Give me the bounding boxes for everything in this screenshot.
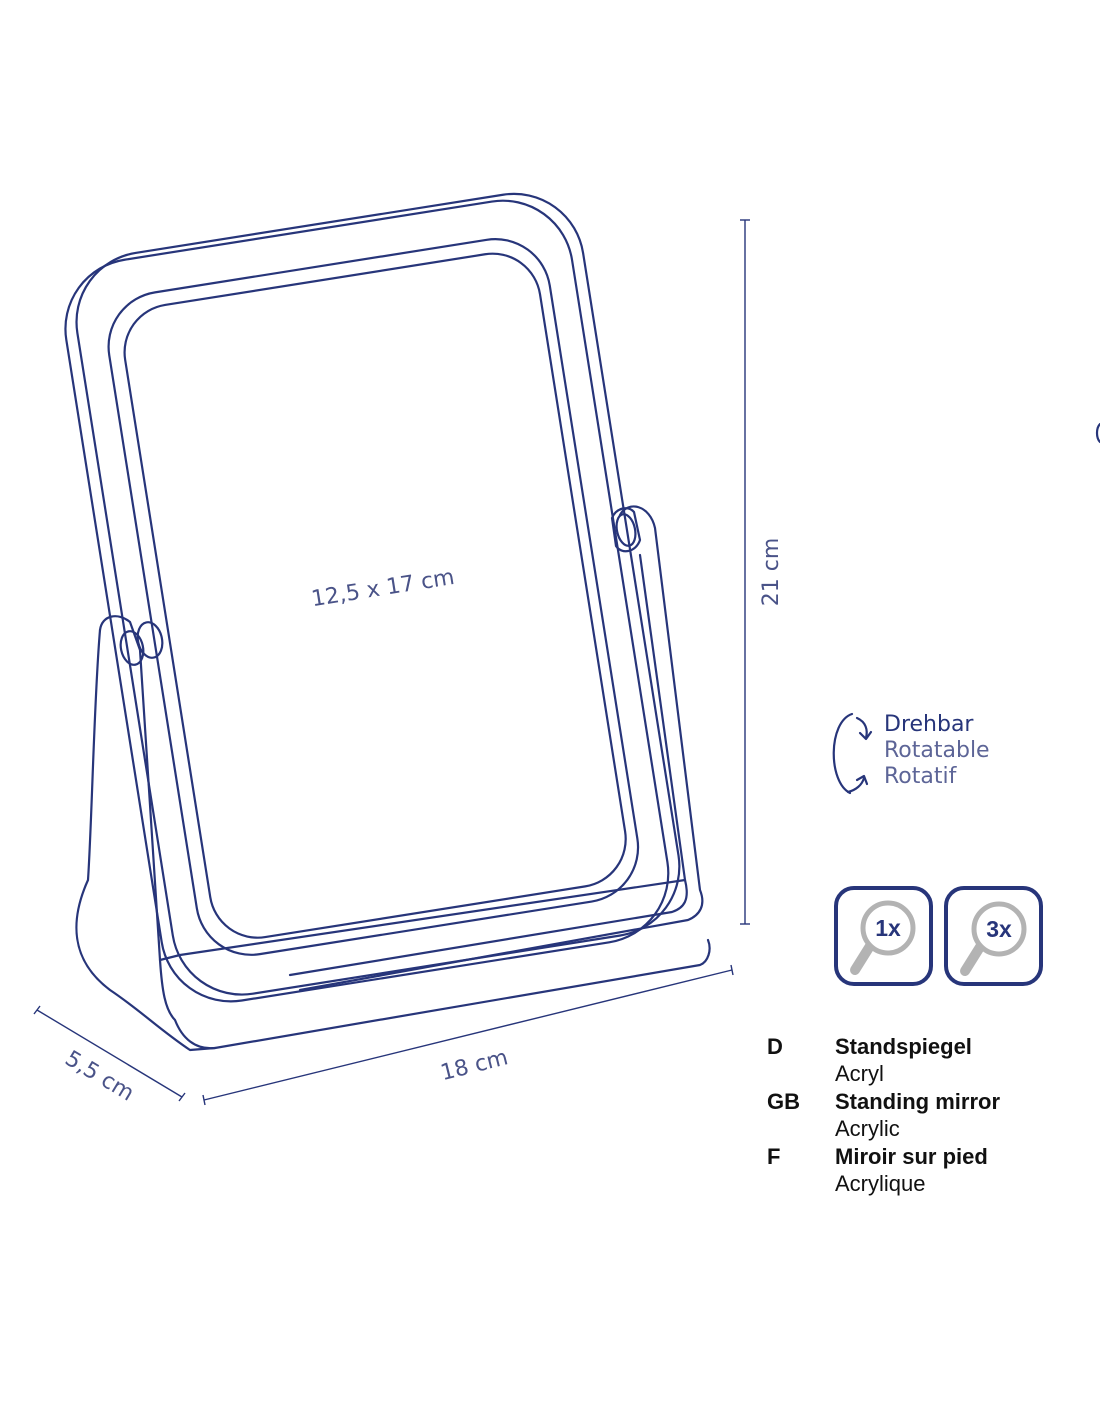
width-dimension-line (202, 964, 734, 1106)
height-dimension-line (740, 219, 750, 925)
legend-name: Standing mirror (835, 1089, 1001, 1114)
product-legend: D Standspiegel Acryl GB Standing mirror … (767, 1033, 1087, 1198)
legend-row-f: F Miroir sur pied (767, 1143, 1087, 1170)
legend-row-de: D Standspiegel (767, 1033, 1087, 1060)
mirror-glass (123, 252, 627, 939)
magnification-1x-badge: 1x (834, 886, 933, 986)
height-dimension-label: 21 cm (759, 538, 784, 607)
width-dimension-label: 18 cm (438, 1045, 511, 1086)
mirror-frame-inner (107, 238, 640, 956)
legend-name: Miroir sur pied (835, 1144, 988, 1169)
stand-left-leg-edge (75, 628, 217, 1052)
rotate-arrows-icon (832, 712, 873, 795)
rotation-label-fr: Rotatif (884, 764, 957, 789)
legend-material: Acryl (835, 1061, 884, 1086)
depth-dimension-line (33, 1005, 186, 1102)
stand-right-arm-inner (288, 553, 688, 977)
mirror-frame-outer (64, 199, 670, 1003)
left-pivot-knob (119, 621, 164, 666)
edge-mark (1095, 422, 1100, 444)
legend-material: Acrylic (835, 1116, 900, 1141)
legend-name: Standspiegel (835, 1034, 972, 1059)
mirror-frame-back (75, 192, 681, 996)
magnifier-icon (850, 941, 875, 975)
mirror-frame (64, 192, 681, 1003)
legend-material: Acrylique (835, 1171, 926, 1196)
magnification-1x-label: 1x (875, 915, 901, 941)
rotation-label-en: Rotatable (884, 738, 990, 763)
magnifier-icon (960, 942, 985, 976)
legend-code: F (767, 1144, 781, 1169)
stand-left-leg (98, 615, 711, 1050)
legend-row-gb: GB Standing mirror (767, 1088, 1087, 1115)
mirror-glass-dimension: 12,5 x 17 cm (310, 565, 457, 612)
stand-right-arm (298, 505, 704, 992)
depth-dimension-label: 5,5 cm (61, 1046, 139, 1106)
magnification-3x-label: 3x (986, 916, 1012, 942)
legend-code: D (767, 1034, 783, 1059)
rotation-label-de: Drehbar (884, 712, 974, 737)
magnification-3x-badge: 3x (944, 886, 1043, 986)
stand-base-inner (158, 878, 687, 962)
legend-code: GB (767, 1089, 800, 1114)
